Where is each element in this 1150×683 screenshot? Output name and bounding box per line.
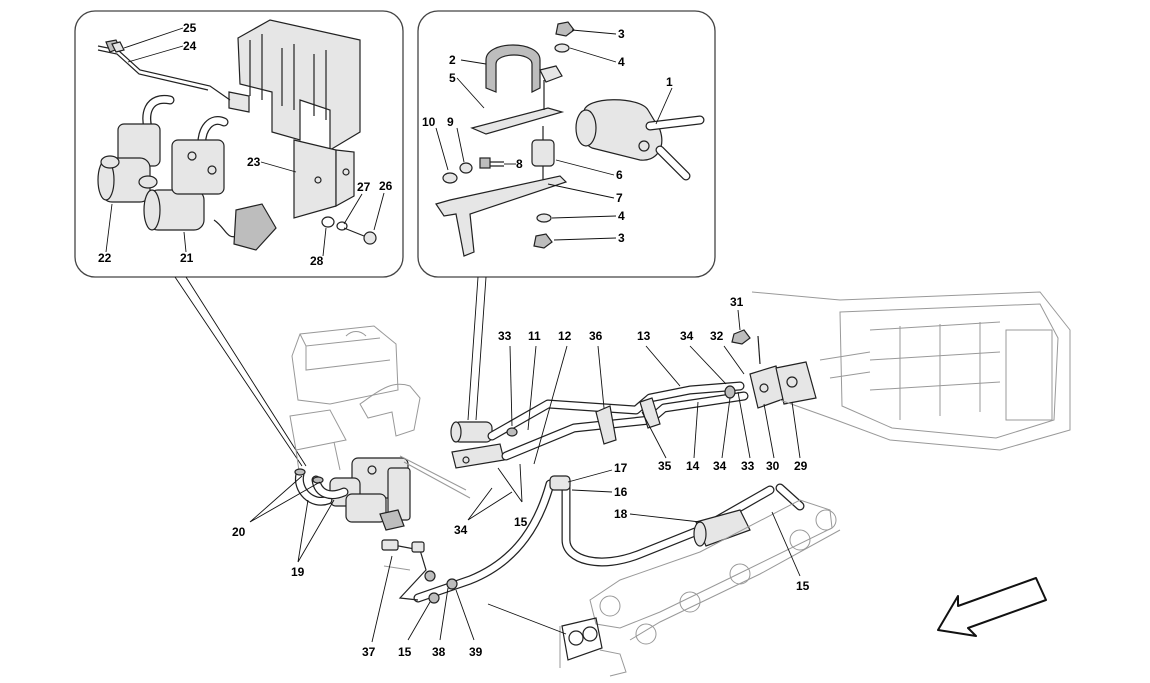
bolt-8 [479,157,504,169]
throttle-ghost [487,603,627,677]
bleed-pipe-37 [381,539,458,604]
label-18: 18 [614,507,628,521]
label-27: 27 [357,180,371,194]
label-31: 31 [730,295,744,309]
callout-line-pump [467,276,487,421]
label-29: 29 [794,459,808,473]
label-15-right: 15 [796,579,810,593]
label-22: 22 [98,251,112,265]
label-5: 5 [449,71,456,85]
label-30: 30 [766,459,780,473]
rod-24 [97,39,231,101]
detail-frame-valve: 25 24 23 27 26 22 21 28 [74,10,404,278]
label-2: 2 [449,53,456,67]
label-25: 25 [183,21,197,35]
nut-3-top [555,21,575,37]
label-7: 7 [616,191,623,205]
washer-9 [459,162,473,174]
rubber-mount-6 [531,126,555,180]
label-14: 14 [686,459,700,473]
label-20: 20 [232,525,246,539]
bracket-23 [228,19,361,219]
label-10: 10 [422,115,436,129]
label-35: 35 [658,459,672,473]
label-8: 8 [516,157,523,171]
label-36: 36 [589,329,603,343]
label-9: 9 [447,115,454,129]
label-39: 39 [469,645,483,659]
bolt-26 [321,216,377,245]
valve-body [97,94,277,251]
label-19: 19 [291,565,305,579]
callout-line-valve [174,276,307,467]
label-12: 12 [558,329,572,343]
washer-4-bottom [536,213,552,223]
coolant-reservoir-ghost [289,325,421,479]
hidden-pipe-ghost [383,565,411,571]
plate-5 [470,107,565,135]
label-24: 24 [183,39,197,53]
heater-box-ghost [751,291,1071,451]
label-6: 6 [616,168,623,182]
hidden-hose-ghost [399,455,471,499]
pump-1 [575,99,705,181]
direction-arrow-icon [937,577,1047,637]
label-33-mid: 33 [741,459,755,473]
label-34-bottom: 34 [454,523,468,537]
label-34-top: 34 [680,329,694,343]
label-15-mid: 15 [514,515,528,529]
label-13: 13 [637,329,651,343]
label-3-top: 3 [618,27,625,41]
bracket-7 [435,175,568,257]
nut-3-bottom [533,233,553,249]
label-21: 21 [180,251,194,265]
label-4-bottom: 4 [618,209,625,223]
label-3-bottom: 3 [618,231,625,245]
label-38: 38 [432,645,446,659]
return-line-16-18 [413,475,805,603]
label-34-mid: 34 [713,459,727,473]
label-15-bottom: 15 [398,645,412,659]
hose-pair-11-14 [487,381,749,461]
label-26: 26 [379,179,393,193]
label-11: 11 [528,329,541,343]
detail-frame-pump: 3 2 4 5 1 10 9 8 6 7 4 3 [417,10,716,278]
label-32: 32 [710,329,724,343]
label-33-top: 33 [498,329,512,343]
label-37: 37 [362,645,376,659]
label-16: 16 [614,485,628,499]
label-23: 23 [247,155,261,169]
label-28: 28 [310,254,324,268]
exhaust-manifold-ghost [589,499,841,645]
pump-main [450,421,505,469]
label-1: 1 [666,75,673,89]
valve-main [329,457,411,531]
heater-flange [731,329,817,409]
rubber-cradle-2 [485,44,563,93]
label-17: 17 [614,461,628,475]
label-4-top: 4 [618,55,625,69]
washer-4-top [554,43,570,53]
washer-10 [442,172,458,184]
